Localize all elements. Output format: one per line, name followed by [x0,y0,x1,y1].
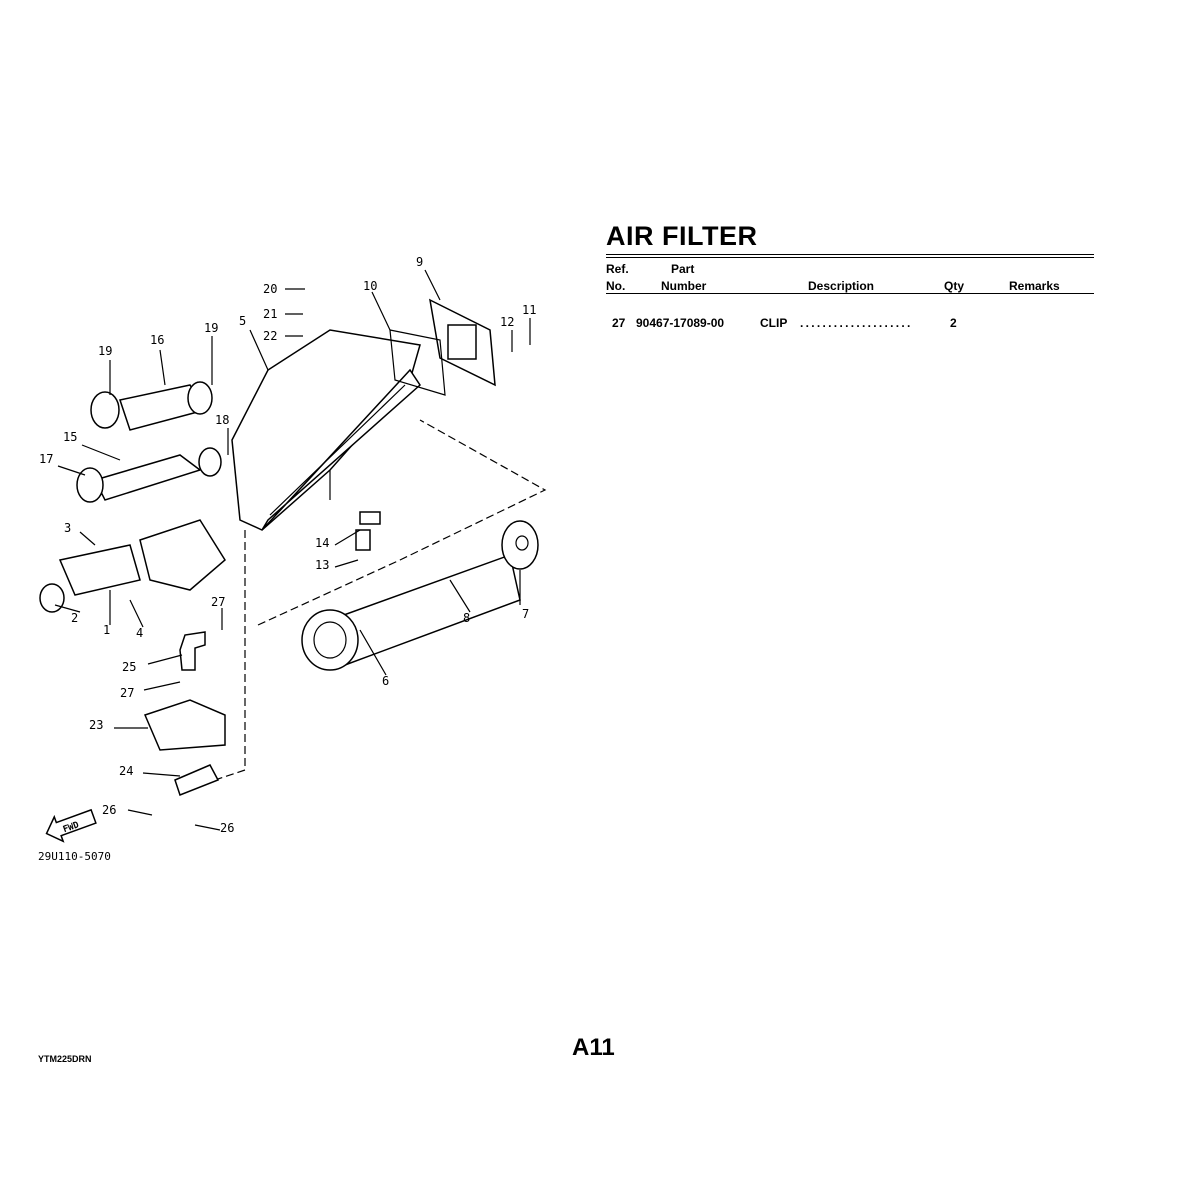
header-description: Description [808,279,875,293]
model-code: YTM225DRN [38,1054,92,1064]
callout: 1 [103,623,110,637]
header-ref: Ref. [606,262,629,276]
carburetor [39,519,226,613]
callout: 19 [204,321,218,335]
fwd-arrow-icon: FWD [45,808,97,843]
row-part-number: 90467-17089-00 [636,316,725,330]
row-ref: 27 [612,316,626,330]
callout: 13 [315,558,329,572]
callout: 3 [64,521,71,535]
drain-parts [143,511,381,796]
callout: 9 [416,255,423,269]
callout: 25 [122,660,136,674]
header-number: Number [661,279,707,293]
header-part: Part [671,262,695,276]
gasket [389,329,446,396]
callout: 19 [98,344,112,358]
callout: 11 [522,303,536,317]
callout: 6 [382,674,389,688]
intake-hoses [76,381,222,503]
header-remarks: Remarks [1009,279,1060,293]
callout: 26 [220,821,234,835]
callout: 26 [102,803,116,817]
callout: 22 [263,329,277,343]
callout: 27 [120,686,134,700]
drawing-code: 29U110-5070 [38,850,111,863]
callout: 7 [522,607,529,621]
dashed-guide-lines [214,419,547,781]
callout: 2 [71,611,78,625]
callout-numbers: 20 21 22 9 10 12 11 5 19 16 19 18 15 17 … [39,255,536,835]
page-title: AIR FILTER [606,221,758,251]
row-description: CLIP [760,316,788,330]
callout: 20 [263,282,277,296]
callout: 14 [315,536,329,550]
header-no: No. [606,279,626,293]
page-number: A11 [572,1034,615,1061]
callout: 5 [239,314,246,328]
row-leader-dots: .................... [800,316,913,330]
callout: 8 [463,611,470,625]
box-cover [429,298,496,387]
row-qty: 2 [950,316,957,330]
header-qty: Qty [944,279,965,293]
air-box [231,329,421,531]
callout: 12 [500,315,514,329]
filter-element [301,520,539,671]
title-double-rule [606,254,1094,258]
header-rule [606,293,1094,294]
callout: 27 [211,595,225,609]
callout: 4 [136,626,143,640]
callout: 24 [119,764,133,778]
callout: 15 [63,430,77,444]
callout: 16 [150,333,164,347]
callout: 21 [263,307,277,321]
callout: 17 [39,452,53,466]
callout: 23 [89,718,103,732]
callout: 10 [363,279,377,293]
callout: 18 [215,413,229,427]
